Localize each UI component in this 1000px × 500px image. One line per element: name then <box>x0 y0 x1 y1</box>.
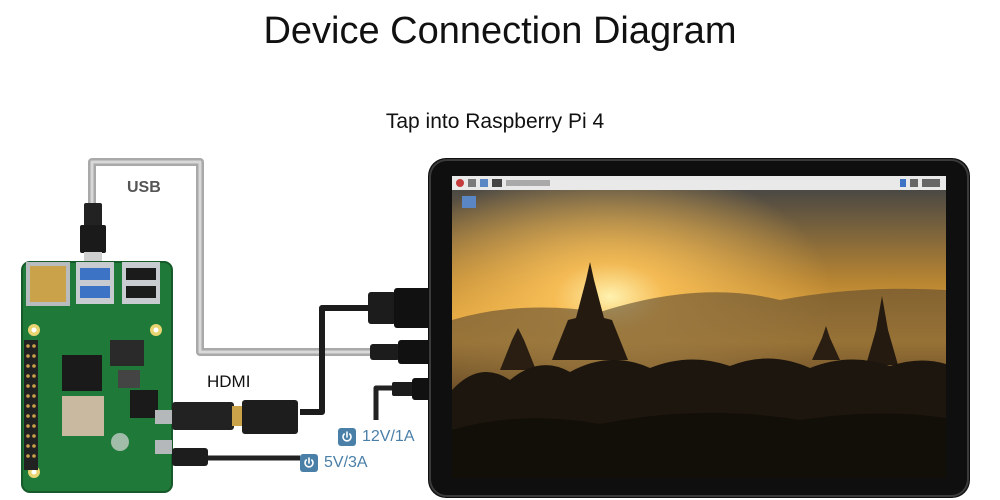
screen-hdmi-plug <box>368 288 432 328</box>
power-5v-plug <box>172 448 208 466</box>
power-12v-text: 12V/1A <box>362 428 415 445</box>
hdmi-label: HDMI <box>207 372 251 391</box>
power-icon <box>300 454 318 472</box>
hdmi-connector <box>172 400 298 434</box>
screen-usb-plug <box>370 340 432 364</box>
hdmi-cable <box>300 305 372 415</box>
power-5v-label: 5V/3A <box>300 454 368 472</box>
desktop-taskbar <box>452 176 946 190</box>
power-12v-label: 12V/1A <box>338 428 414 446</box>
screen-power-plug <box>392 378 434 400</box>
usb-plug <box>80 203 106 264</box>
diagram-title: Device Connection Diagram <box>263 10 737 52</box>
power-5v-text: 5V/3A <box>324 454 368 471</box>
power-12v-cable <box>373 385 398 420</box>
raspberry-pi-board <box>21 261 173 493</box>
diagram-subtitle: Tap into Raspberry Pi 4 <box>385 110 605 133</box>
monitor <box>428 158 970 498</box>
pagoda-silhouette <box>552 262 628 360</box>
power-icon <box>338 428 356 446</box>
usb-label: USB <box>127 179 161 196</box>
